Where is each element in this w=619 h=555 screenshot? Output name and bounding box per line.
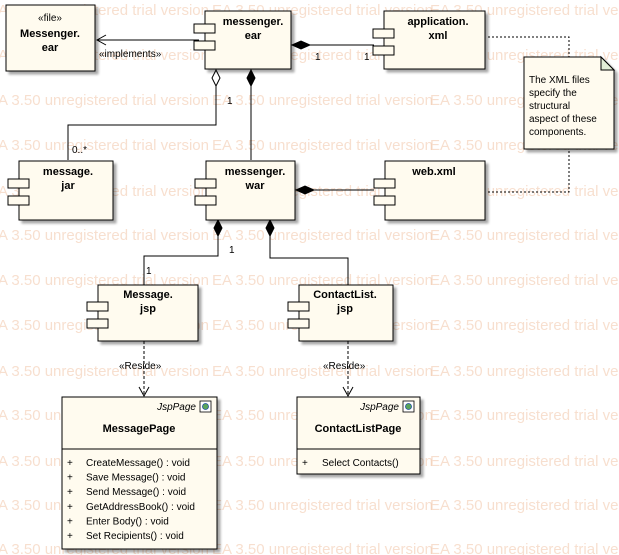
visibility-marker: + xyxy=(67,458,73,469)
visibility-marker: + xyxy=(67,473,73,484)
implements-label: «implements» xyxy=(99,49,162,60)
note-line: aspect of these xyxy=(529,114,597,125)
component-name-line1: ContactList. xyxy=(313,289,377,301)
watermark-text: EA 3.50 unregistered trial version xyxy=(0,363,209,380)
component-message-jar[interactable]: message. jar xyxy=(7,160,114,221)
reside-arrowhead-2 xyxy=(342,386,354,398)
operation-item: Set Recipients() : void xyxy=(86,531,184,542)
war-message-jsp-diamond xyxy=(213,218,223,238)
ear-app-diamond xyxy=(290,40,312,50)
artifact-name-line1: Messenger. xyxy=(20,28,80,40)
war-contactlist-jsp-line xyxy=(269,236,349,285)
component-name-line1: message. xyxy=(43,166,93,178)
ear-jar-aggregation-line xyxy=(67,85,217,160)
war-message-jsp-line xyxy=(143,236,219,285)
jsp-page-icon xyxy=(402,400,415,413)
class-name: ContactListPage xyxy=(315,423,402,435)
visibility-marker: + xyxy=(67,516,73,527)
note-line: The XML files xyxy=(529,75,590,86)
note-line: components. xyxy=(529,127,586,138)
watermark-text: EA 3.50 unregistered trial version xyxy=(212,497,433,514)
connectors xyxy=(67,34,570,398)
class-contact-list-page[interactable]: JspPage ContactListPage + Select Contacts… xyxy=(296,396,421,475)
ear-jar-multiplicity-bottom: 0..* xyxy=(72,145,87,156)
operations-list: + CreateMessage() : void + Save Message() :… xyxy=(67,458,195,542)
war-message-jsp-multiplicity-bottom: 1 xyxy=(146,266,152,277)
watermark-text: EA 3.50 unregistered trial version xyxy=(430,272,619,289)
artifact-name-line2: ear xyxy=(42,42,59,54)
reside-arrowhead-1 xyxy=(138,386,150,398)
component-name-line1: messenger. xyxy=(223,16,284,28)
reside-label-1: «Reside» xyxy=(119,361,162,372)
watermark-text: EA 3.50 unregistered trial version xyxy=(430,407,619,424)
component-name-line1: web.xml xyxy=(411,166,455,178)
class-stereotype: JspPage xyxy=(156,402,196,413)
artifact-stereotype: «file» xyxy=(38,13,62,24)
watermark-text: EA 3.50 unregistered trial version xyxy=(430,227,619,244)
operation-item: GetAddressBook() : void xyxy=(86,502,195,513)
implements-arrowhead xyxy=(95,34,107,46)
watermark-text: EA 3.50 unregistered trial version xyxy=(430,497,619,514)
note-fold xyxy=(600,55,616,71)
watermark-text: EA 3.50 unregistered trial version xyxy=(212,541,433,555)
component-name-line2: jar xyxy=(60,180,75,192)
operation-item: Enter Body() : void xyxy=(86,516,169,527)
watermark-text: EA 3.50 unregistered trial version xyxy=(430,317,619,334)
visibility-marker: + xyxy=(67,531,73,542)
component-messenger-ear[interactable]: messenger. ear xyxy=(193,10,292,70)
component-name-line2: jsp xyxy=(336,303,353,315)
visibility-marker: + xyxy=(67,502,73,513)
operation-item: CreateMessage() : void xyxy=(86,458,190,469)
ear-app-multiplicity-right: 1 xyxy=(364,52,370,63)
component-application-xml[interactable]: application. xml xyxy=(372,10,486,70)
watermark-text: EA 3.50 unregistered trial version xyxy=(212,363,433,380)
component-name-line2: ear xyxy=(245,30,262,42)
reside-label-2: «Reside» xyxy=(323,361,366,372)
ear-jar-diamond xyxy=(211,68,221,88)
note-anchor-application-xml xyxy=(488,36,570,57)
class-message-page[interactable]: JspPage MessagePage + CreateMessage() : v… xyxy=(61,396,218,550)
class-name: MessagePage xyxy=(103,423,176,435)
note-line: structural xyxy=(529,101,570,112)
note-xml-files[interactable]: The XML files specify the structural asp… xyxy=(523,55,616,150)
watermark-text: EA 3.50 unregistered trial version xyxy=(212,137,433,154)
war-web-diamond xyxy=(294,185,316,195)
watermark-text: EA 3.50 unregistered trial version xyxy=(0,92,209,109)
class-stereotype: JspPage xyxy=(359,402,399,413)
visibility-marker: + xyxy=(67,487,73,498)
watermark-text: EA 3.50 unregistered trial version xyxy=(212,92,433,109)
watermark-text: EA 3.50 unregistered trial version xyxy=(0,137,209,154)
watermark-text: EA 3.50 unregistered trial version xyxy=(430,541,619,555)
component-message-jsp[interactable]: Message. jsp xyxy=(86,284,199,342)
connector-labels: «implements» 1 1 1 0..* 1 1 «Reside» «Re… xyxy=(72,49,370,372)
watermark-text: EA 3.50 unregistered trial version xyxy=(430,363,619,380)
ear-app-multiplicity-left: 1 xyxy=(315,52,321,63)
watermark-text: EA 3.50 unregistered trial version xyxy=(0,227,209,244)
visibility-marker: + xyxy=(302,458,308,469)
war-contactlist-jsp-diamond xyxy=(265,218,275,238)
operation-item: Save Message() : void xyxy=(86,473,186,484)
ear-jar-multiplicity-top: 1 xyxy=(227,96,233,107)
note-anchor-web-xml xyxy=(488,150,570,193)
ear-war-diamond xyxy=(246,68,256,88)
artifact-messenger-ear[interactable]: «file» Messenger. ear xyxy=(5,4,96,72)
note-line: specify the xyxy=(529,88,577,99)
component-web-xml[interactable]: web.xml xyxy=(373,160,486,221)
component-name-line2: jsp xyxy=(139,303,156,315)
operation-item: Select Contacts() xyxy=(322,458,399,469)
component-name-line2: war xyxy=(245,180,266,192)
component-name-line1: messenger. xyxy=(225,166,286,178)
component-contactlist-jsp[interactable]: ContactList. jsp xyxy=(287,284,394,342)
war-message-jsp-multiplicity-top: 1 xyxy=(229,245,235,256)
component-messenger-war[interactable]: messenger. war xyxy=(194,160,296,221)
operation-item: Send Message() : void xyxy=(86,487,186,498)
jsp-page-icon xyxy=(199,400,212,413)
watermark-text: EA 3.50 unregistered trial version xyxy=(430,453,619,470)
component-name-line1: Message. xyxy=(123,289,173,301)
operations-list: + Select Contacts() xyxy=(302,458,399,469)
component-name-line1: application. xyxy=(407,16,468,28)
watermark-text: EA 3.50 unregistered trial version xyxy=(212,227,433,244)
component-name-line2: xml xyxy=(429,30,448,42)
